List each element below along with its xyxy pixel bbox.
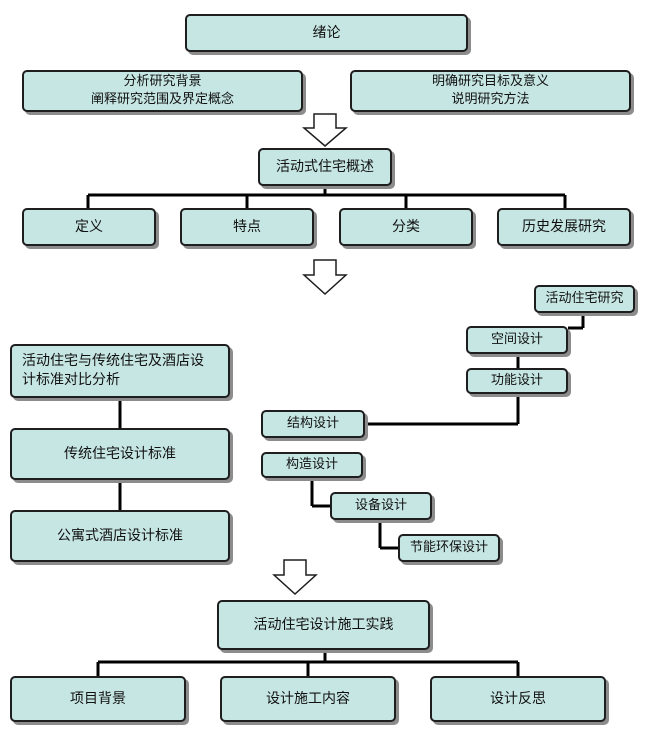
overview-item-label: 定义 [75, 218, 103, 235]
function-design-box: 功能设计 [466, 368, 568, 394]
overview-item-label: 历史发展研究 [522, 218, 606, 235]
down-arrow-3 [272, 559, 318, 596]
apartment-standard-box: 公寓式酒店设计标准 [10, 510, 230, 562]
overview-item-definition: 定义 [22, 208, 156, 246]
eco-design-label: 节能环保设计 [409, 540, 488, 556]
overview-item-history: 历史发展研究 [497, 208, 631, 246]
intro-title: 绪论 [312, 24, 341, 41]
practice-item-content: 设计施工内容 [220, 676, 396, 722]
equipment-design-label: 设备设计 [354, 498, 407, 514]
practice-box: 活动住宅设计施工实践 [217, 600, 430, 650]
function-design-label: 功能设计 [490, 373, 543, 389]
practice-item-reflection: 设计反思 [430, 676, 606, 722]
overview-item-classification: 分类 [339, 208, 473, 246]
practice-item-label: 项目背景 [70, 690, 126, 707]
traditional-standard-label: 传统住宅设计标准 [64, 445, 176, 462]
structure-design-box: 结构设计 [261, 410, 365, 438]
intro-left-box: 分析研究背景 阐释研究范围及界定概念 [22, 70, 303, 112]
overview-item-label: 分类 [392, 218, 420, 235]
space-design-label: 空间设计 [490, 332, 543, 348]
intro-right-line1: 明确研究目标及意义 [431, 74, 549, 90]
intro-right-box: 明确研究目标及意义 说明研究方法 [350, 70, 631, 112]
structure-design-label: 结构设计 [286, 416, 339, 432]
down-arrow-2 [302, 259, 348, 296]
practice-title: 活动住宅设计施工实践 [253, 616, 394, 633]
study-root-label: 活动住宅研究 [545, 291, 624, 307]
equipment-design-box: 设备设计 [330, 492, 432, 520]
construction-design-label: 构造设计 [285, 457, 338, 473]
traditional-standard-box: 传统住宅设计标准 [10, 428, 230, 480]
space-design-box: 空间设计 [466, 326, 568, 354]
overview-item-features: 特点 [180, 208, 314, 246]
intro-box: 绪论 [185, 14, 468, 52]
practice-item-background: 项目背景 [10, 676, 186, 722]
down-arrow-1 [301, 113, 349, 147]
practice-item-label: 设计施工内容 [266, 690, 350, 707]
standards-compare-line2: 计标准对比分析 [22, 372, 120, 388]
overview-title: 活动式住宅概述 [276, 158, 374, 175]
practice-item-label: 设计反思 [490, 690, 546, 707]
overview-box: 活动式住宅概述 [258, 148, 392, 186]
standards-compare-box: 活动住宅与传统住宅及酒店设 计标准对比分析 [10, 344, 230, 398]
construction-design-box: 构造设计 [261, 452, 363, 478]
overview-item-label: 特点 [233, 218, 261, 235]
intro-left-line2: 阐释研究范围及界定概念 [90, 92, 234, 107]
apartment-standard-label: 公寓式酒店设计标准 [57, 527, 183, 544]
intro-right-line2: 说明研究方法 [451, 92, 530, 107]
standards-compare-line1: 活动住宅与传统住宅及酒店设 [22, 353, 204, 370]
intro-left-line1: 分析研究背景 [123, 74, 202, 90]
eco-design-box: 节能环保设计 [398, 534, 500, 562]
study-root-box: 活动住宅研究 [534, 285, 635, 313]
